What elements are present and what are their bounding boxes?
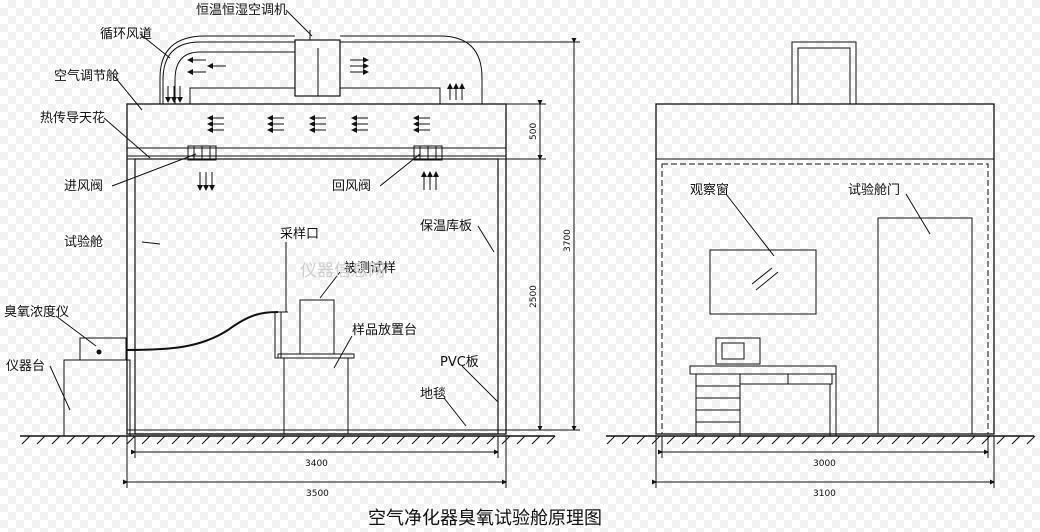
label-ozone-meter: 臭氧浓度仪 — [4, 304, 69, 320]
label-insulation: 保温库板 — [420, 218, 472, 234]
dim-3700: 3700 — [563, 229, 573, 252]
right-duct — [791, 41, 857, 104]
label-inlet-valve: 进风阀 — [64, 179, 103, 194]
monitor — [715, 337, 761, 365]
label-carpet: 地毯 — [420, 387, 446, 402]
dim-2500: 2500 — [529, 285, 539, 308]
label-pvc: PVC板 — [440, 355, 479, 370]
test-sample — [299, 299, 335, 355]
duct-right-inner — [340, 87, 441, 104]
label-air-box: 空气调节舱 — [54, 68, 119, 84]
label-door: 试验舱门 — [848, 182, 900, 198]
dim-3400: 3400 — [305, 459, 328, 469]
label-test-sample: 被测试样 — [344, 261, 396, 276]
instrument-table — [63, 359, 131, 437]
diagram-caption: 空气净化器臭氧试验舱原理图 — [368, 508, 602, 529]
dim-3100: 3100 — [813, 489, 836, 499]
duct-left-inner — [162, 41, 296, 104]
label-instrument-table: 仪器台 — [6, 359, 45, 374]
return-valve — [413, 145, 443, 161]
inlet-valve — [187, 145, 217, 161]
label-ceiling: 热传导天花 — [40, 110, 105, 126]
sample-tube — [125, 311, 279, 351]
duct-left-bottom — [189, 87, 295, 104]
desk-top — [689, 365, 837, 375]
leader-lines — [49, 9, 931, 427]
label-sample-port: 采样口 — [280, 227, 319, 242]
ground-hatch-right — [606, 435, 1036, 445]
label-duct: 循环风道 — [100, 27, 152, 42]
label-sample-table: 样品放置台 — [352, 323, 417, 338]
label-window: 观察窗 — [690, 182, 729, 198]
label-return-valve: 回风阀 — [332, 179, 371, 194]
ozone-meter — [79, 337, 127, 361]
dim-3000: 3000 — [813, 459, 836, 469]
duct-right-outer — [340, 35, 483, 104]
watermark: 仪器信息网 — [300, 261, 385, 281]
duct-left-outer — [159, 35, 295, 104]
label-hvac: 恒温恒湿空调机 — [196, 3, 287, 18]
sample-table — [283, 357, 349, 435]
airflow-arrows — [165, 57, 465, 191]
desk-drawers — [695, 373, 741, 437]
ceiling-arrows — [207, 115, 430, 133]
ground-hatch-left — [21, 435, 556, 445]
right-inner-dashed — [661, 163, 989, 435]
observation-window — [709, 249, 817, 315]
dim-3500: 3500 — [306, 489, 329, 499]
chamber-door — [877, 217, 973, 435]
label-chamber: 试验舱 — [64, 234, 103, 250]
dim-500: 500 — [529, 123, 539, 140]
